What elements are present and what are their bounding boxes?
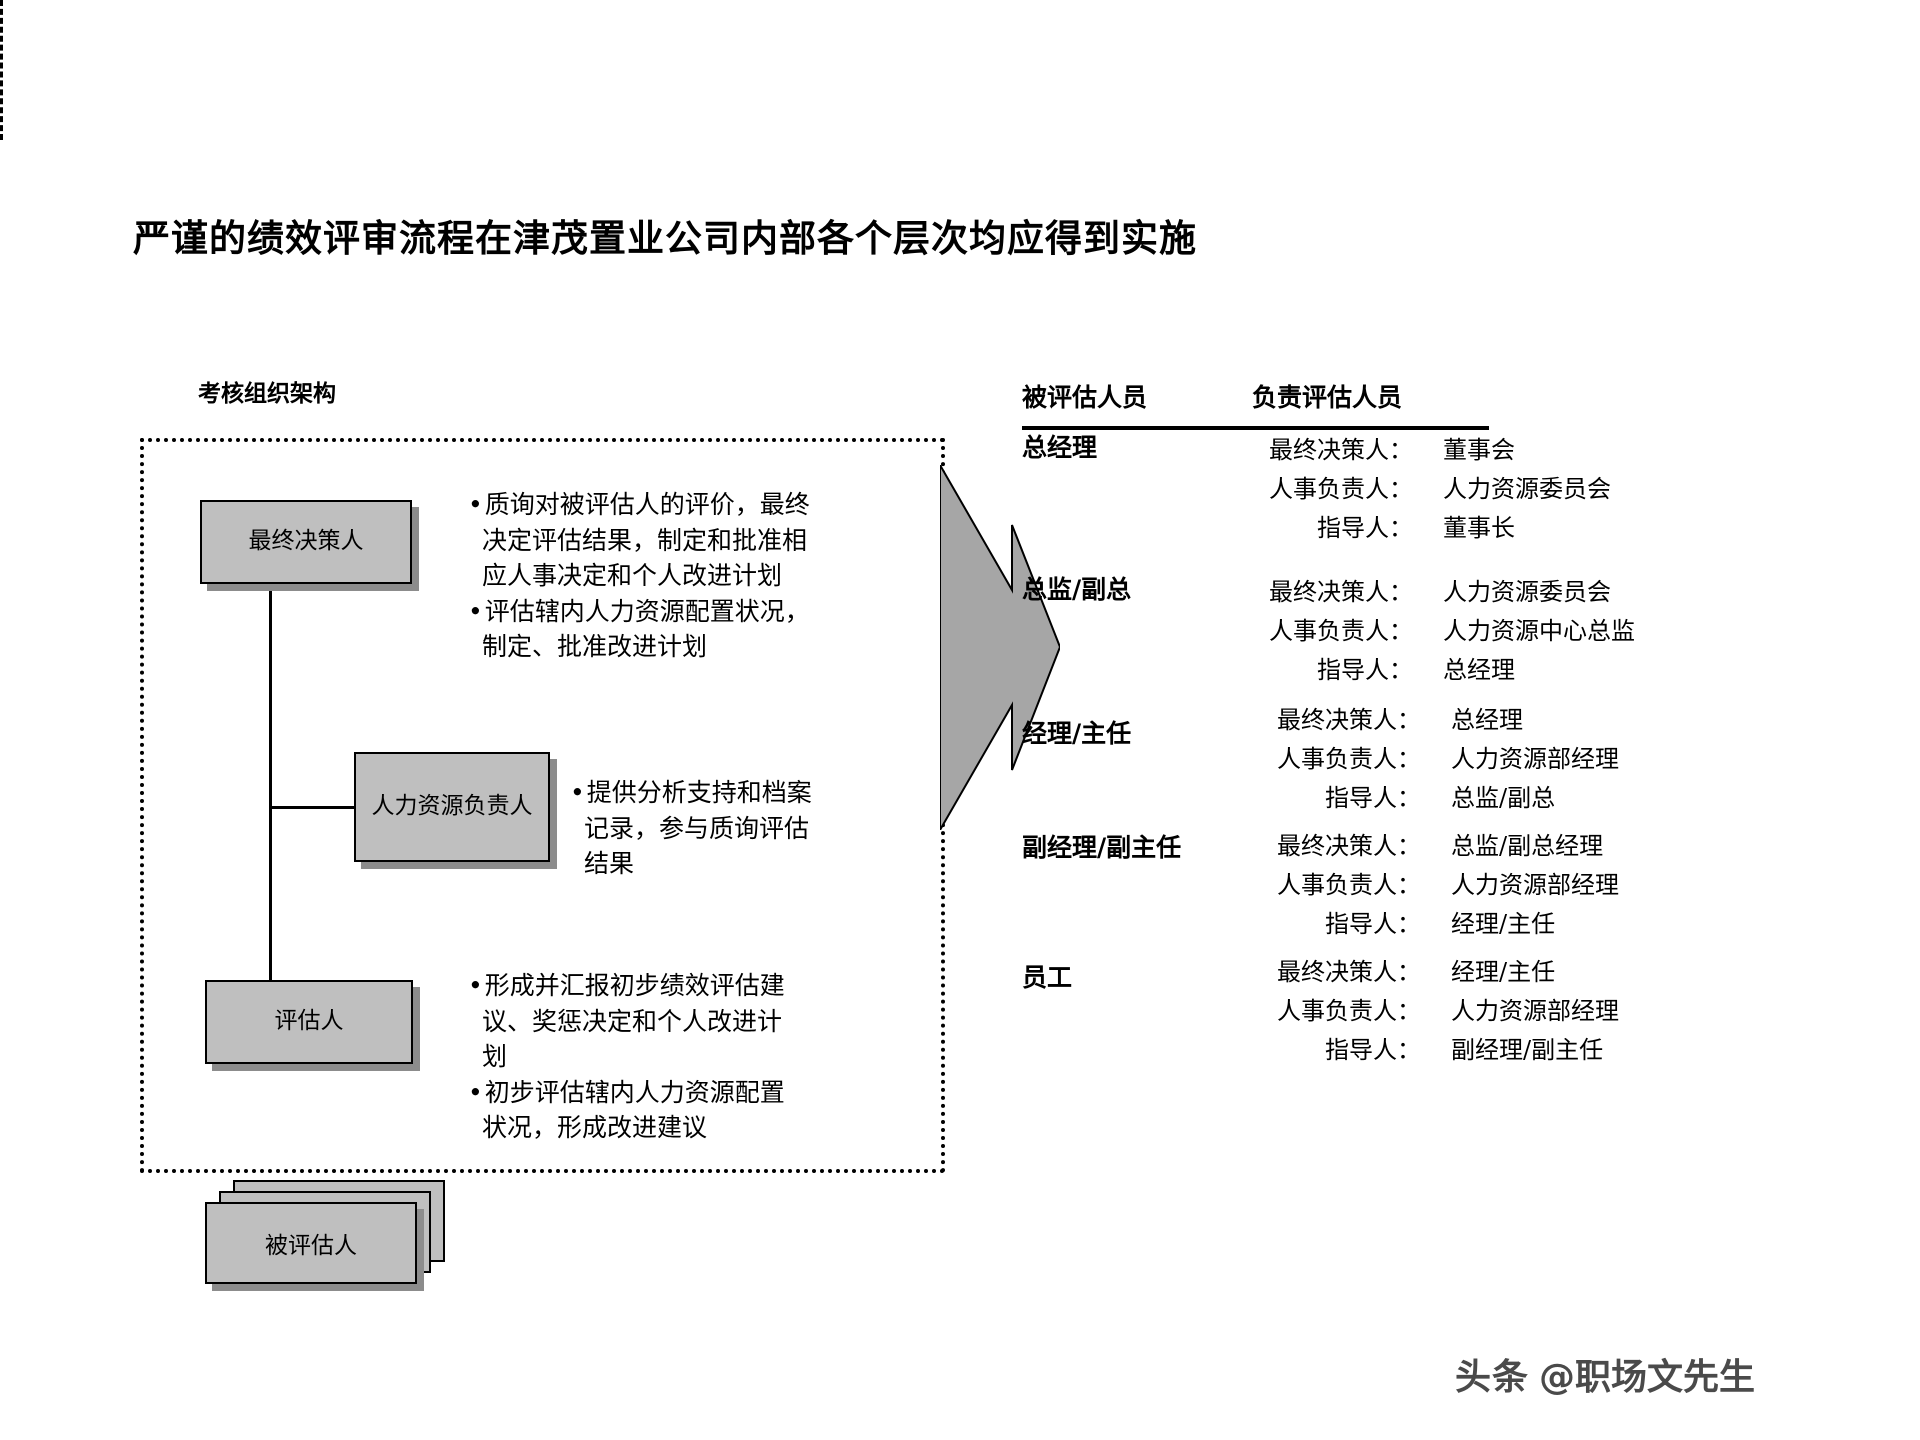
table-row: 总监/副总 最终决策人： 人力资源委员会 人事负责人： 人力资源中心总监 指导人…: [1022, 554, 1822, 684]
role-label: 最终决策人：: [1277, 832, 1421, 860]
role-label: 指导人：: [1317, 514, 1413, 542]
role-value: 人力资源部经理: [1451, 997, 1619, 1025]
role-label: 人事负责人：: [1269, 617, 1413, 645]
role-value: 人力资源部经理: [1451, 871, 1619, 899]
column-header-owner: 负责评估人员: [1252, 383, 1403, 412]
role-value: 人力资源部经理: [1451, 745, 1619, 773]
role-value: 董事长: [1443, 514, 1515, 542]
role-value: 董事会: [1443, 436, 1515, 464]
assignment-line: 人事负责人： 人力资源委员会: [1237, 469, 1817, 508]
table-row: 经理/主任 最终决策人： 总经理 人事负责人： 人力资源部经理 指导人： 总监/…: [1022, 678, 1822, 812]
role-value: 人力资源委员会: [1443, 475, 1611, 503]
org-box-final-decider[interactable]: 最终决策人: [200, 500, 412, 584]
row-assignments: 最终决策人： 总监/副总经理 人事负责人： 人力资源部经理 指导人： 经理/主任: [1237, 826, 1817, 943]
role-label: 最终决策人：: [1269, 436, 1413, 464]
row-subject: 总监/副总: [1022, 575, 1132, 604]
role-label: 人事负责人：: [1269, 475, 1413, 503]
row-assignments: 最终决策人： 总经理 人事负责人： 人力资源部经理 指导人： 总监/副总: [1237, 700, 1817, 817]
role-value: 经理/主任: [1451, 910, 1556, 938]
assignment-line: 最终决策人： 总经理: [1237, 700, 1817, 739]
assignment-line: 指导人： 总监/副总: [1237, 778, 1817, 817]
bullet-line: 制定、批准改进计划: [482, 632, 708, 661]
evaluatee-card-front[interactable]: 被评估人: [205, 1202, 417, 1284]
org-box-evaluatee-stack[interactable]: 被评估人: [205, 1180, 455, 1290]
bullet-line: 质询对被评估人的评价，最终: [468, 487, 908, 523]
role-value: 经理/主任: [1451, 958, 1556, 986]
responsibilities-evaluator: 形成并汇报初步绩效评估建 议、奖惩决定和个人改进计 划 初步评估辖内人力资源配置…: [468, 968, 888, 1146]
assignment-line: 指导人： 总经理: [1237, 650, 1817, 689]
connector-dashed-to-evaluatee: [0, 0, 3, 140]
bullet-line: 形成并汇报初步绩效评估建: [468, 968, 888, 1004]
page-title: 严谨的绩效评审流程在津茂置业公司内部各个层次均应得到实施: [133, 216, 1197, 260]
row-subject: 员工: [1022, 963, 1073, 992]
assignment-line: 人事负责人： 人力资源部经理: [1237, 739, 1817, 778]
row-subject: 副经理/副主任: [1022, 833, 1182, 862]
role-value: 总监/副总经理: [1451, 832, 1604, 860]
watermark: 头条@职场文先生: [1455, 1348, 1755, 1400]
org-box-hr-head[interactable]: 人力资源负责人: [354, 752, 550, 862]
bullet-line: 初步评估辖内人力资源配置: [468, 1075, 888, 1111]
bullet-line: 记录，参与质询评估: [584, 813, 810, 843]
assignment-line: 最终决策人： 经理/主任: [1237, 952, 1817, 991]
org-box-evaluator[interactable]: 评估人: [205, 980, 413, 1064]
bullet-line: 状况，形成改进建议: [482, 1113, 708, 1142]
role-label: 最终决策人：: [1269, 578, 1413, 606]
role-label: 人事负责人：: [1277, 871, 1421, 899]
assignment-line: 最终决策人： 总监/副总经理: [1237, 826, 1817, 865]
role-value: 副经理/副主任: [1451, 1036, 1604, 1064]
role-label: 最终决策人：: [1277, 958, 1421, 986]
connector-hr-branch: [269, 806, 357, 809]
role-label: 指导人：: [1325, 910, 1421, 938]
assignment-line: 指导人： 董事长: [1237, 508, 1817, 547]
role-value: 人力资源中心总监: [1443, 617, 1635, 645]
column-header-subject: 被评估人员: [1022, 383, 1148, 412]
role-value: 总经理: [1443, 656, 1515, 684]
role-value: 人力资源委员会: [1443, 578, 1611, 606]
row-subject: 总经理: [1022, 433, 1098, 462]
role-value: 总经理: [1451, 706, 1523, 734]
role-label: 指导人：: [1325, 1036, 1421, 1064]
connector-vertical: [269, 584, 272, 982]
role-label: 最终决策人：: [1277, 706, 1421, 734]
role-label: 人事负责人：: [1277, 745, 1421, 773]
flow-arrow-icon: [940, 465, 1060, 830]
bullet-line: 应人事决定和个人改进计划: [482, 561, 783, 590]
assignment-line: 最终决策人： 人力资源委员会: [1237, 572, 1817, 611]
watermark-handle: @职场文先生: [1539, 1357, 1756, 1398]
table-row: 副经理/副主任 最终决策人： 总监/副总经理 人事负责人： 人力资源部经理 指导…: [1022, 802, 1822, 938]
assignment-line: 人事负责人： 人力资源部经理: [1237, 991, 1817, 1030]
row-assignments: 最终决策人： 董事会 人事负责人： 人力资源委员会 指导人： 董事长: [1237, 430, 1817, 547]
role-label: 人事负责人：: [1277, 997, 1421, 1025]
bullet-line: 议、奖惩决定和个人改进计: [482, 1006, 783, 1036]
assignment-line: 最终决策人： 董事会: [1237, 430, 1817, 469]
row-assignments: 最终决策人： 人力资源委员会 人事负责人： 人力资源中心总监 指导人： 总经理: [1237, 572, 1817, 689]
bullet-line: 划: [482, 1042, 508, 1071]
role-value: 总监/副总: [1451, 784, 1556, 812]
org-structure-label: 考核组织架构: [198, 380, 336, 407]
bullet-line: 评估辖内人力资源配置状况，: [468, 594, 908, 630]
assignment-line: 指导人： 副经理/副主任: [1237, 1030, 1817, 1069]
responsibilities-final-decider: 质询对被评估人的评价，最终 决定评估结果，制定和批准相 应人事决定和个人改进计划…: [468, 487, 908, 665]
bullet-line: 提供分析支持和档案: [570, 775, 910, 811]
role-label: 指导人：: [1325, 784, 1421, 812]
table-row: 员工 最终决策人： 经理/主任 人事负责人： 人力资源部经理 指导人： 副经理/…: [1022, 926, 1822, 1064]
assignment-line: 人事负责人： 人力资源部经理: [1237, 865, 1817, 904]
row-subject: 经理/主任: [1022, 719, 1132, 748]
bullet-line: 决定评估结果，制定和批准相: [482, 525, 808, 555]
table-row: 总经理 最终决策人： 董事会 人事负责人： 人力资源委员会 指导人： 董事长: [1022, 430, 1822, 554]
row-assignments: 最终决策人： 经理/主任 人事负责人： 人力资源部经理 指导人： 副经理/副主任: [1237, 952, 1817, 1069]
evaluation-responsibility-table: 被评估人员 负责评估人员 总经理 最终决策人： 董事会 人事负责人： 人力资源委…: [1022, 378, 1822, 1064]
watermark-logo: 头条: [1455, 1357, 1530, 1398]
responsibilities-hr-head: 提供分析支持和档案 记录，参与质询评估 结果: [570, 775, 910, 882]
assignment-line: 人事负责人： 人力资源中心总监: [1237, 611, 1817, 650]
table-header-row: 被评估人员 负责评估人员: [1022, 378, 1489, 430]
role-label: 指导人：: [1317, 656, 1413, 684]
bullet-line: 结果: [584, 849, 635, 878]
assignment-line: 指导人： 经理/主任: [1237, 904, 1817, 943]
